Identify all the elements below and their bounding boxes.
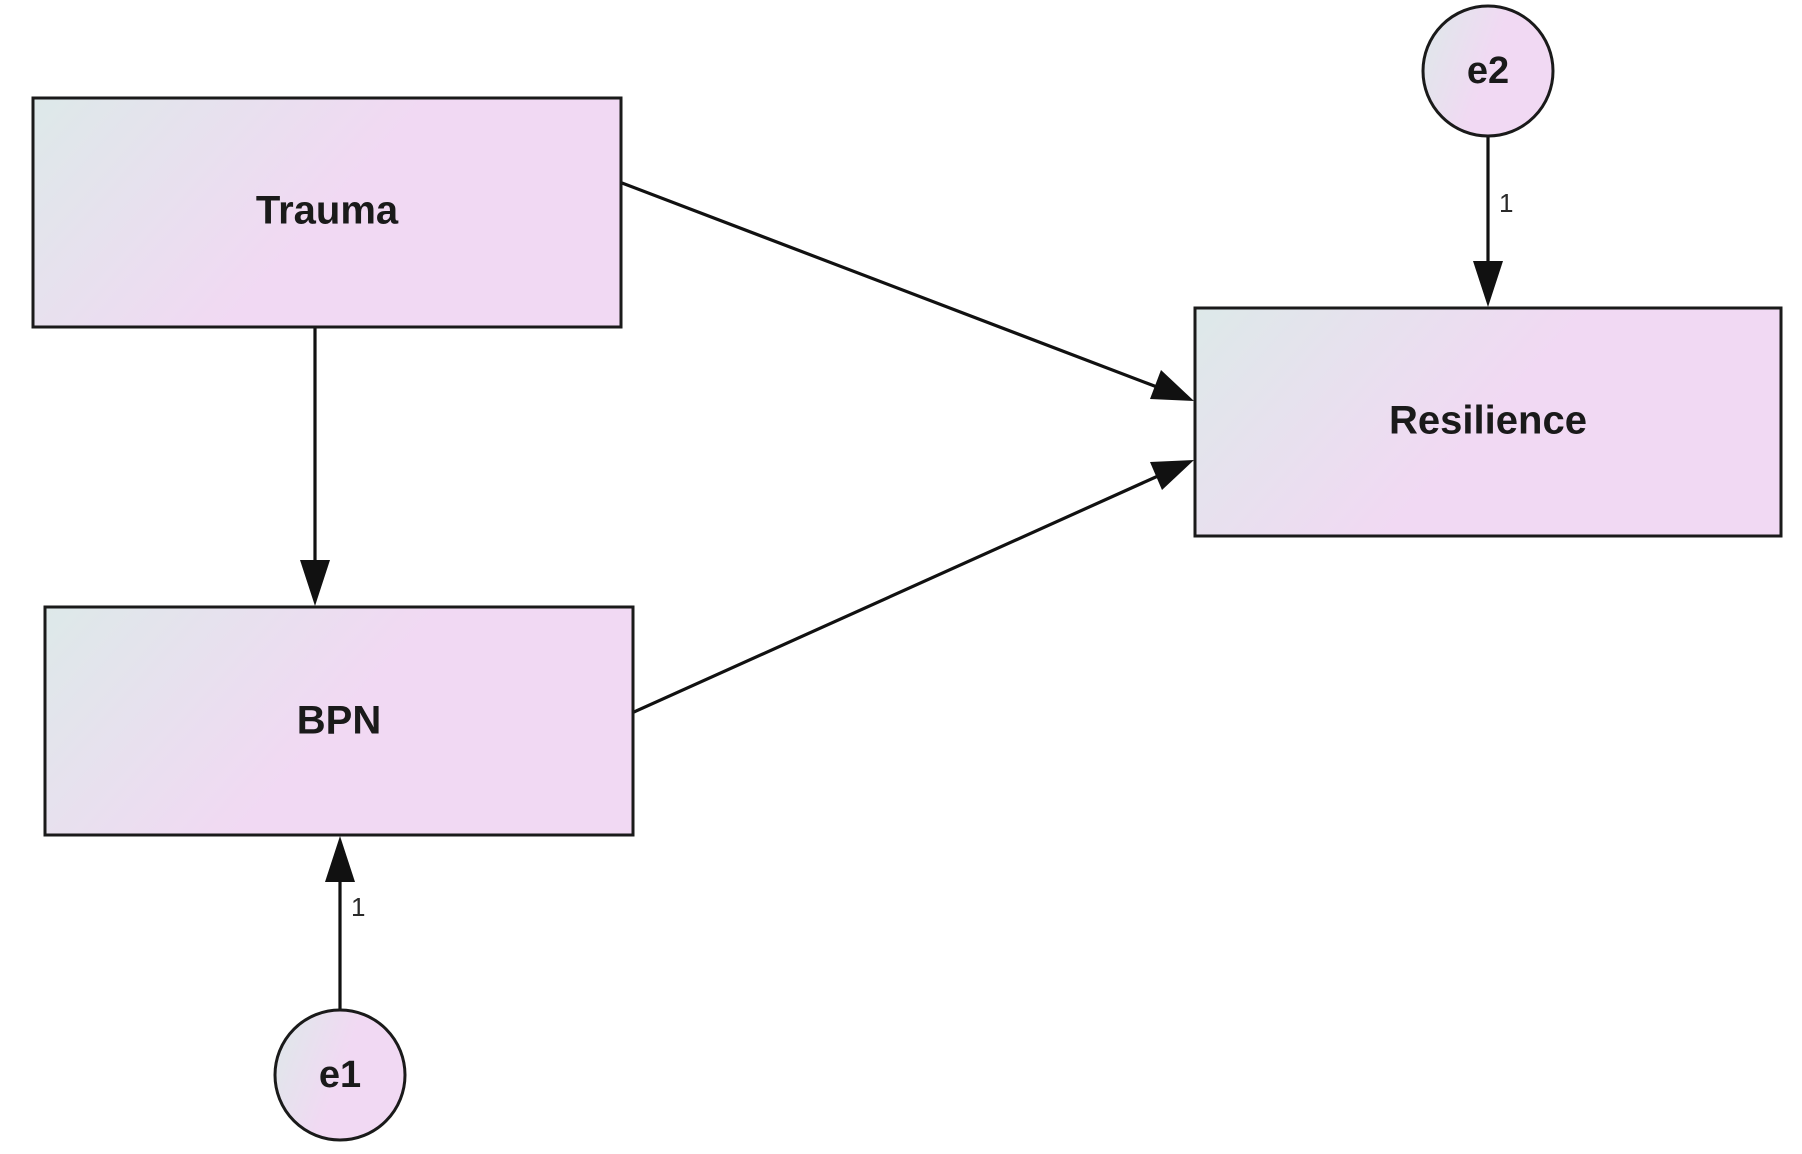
arrowhead-bpn-resilience (1150, 460, 1194, 490)
path-label-e2-resilience: 1 (1499, 188, 1513, 218)
node-trauma[interactable]: Trauma (31, 96, 623, 329)
edges: 1 1 (300, 135, 1513, 1010)
error-label-e2: e2 (1467, 50, 1509, 92)
node-box (31, 96, 623, 329)
error-circle (1421, 4, 1555, 138)
node-bpn[interactable]: BPN (43, 605, 635, 837)
edge-bpn-resilience (633, 465, 1179, 714)
arrowhead-trauma-bpn (300, 560, 330, 606)
node-label-bpn: BPN (297, 699, 381, 743)
arrowhead-e1-bpn (325, 836, 355, 882)
node-e2[interactable]: e2 (1421, 4, 1555, 138)
error-circle (273, 1008, 407, 1142)
node-label-trauma: Trauma (256, 189, 399, 233)
arrowhead-e2-resilience (1473, 261, 1503, 307)
arrowhead-trauma-resilience (1150, 370, 1194, 401)
path-label-e1-bpn: 1 (351, 892, 365, 922)
edge-trauma-resilience (621, 181, 1179, 397)
node-box (1193, 306, 1783, 538)
node-label-resilience: Resilience (1389, 399, 1587, 443)
error-label-e1: e1 (319, 1054, 361, 1096)
node-box (43, 605, 635, 837)
node-e1[interactable]: e1 (273, 1008, 407, 1142)
node-resilience[interactable]: Resilience (1193, 306, 1783, 538)
